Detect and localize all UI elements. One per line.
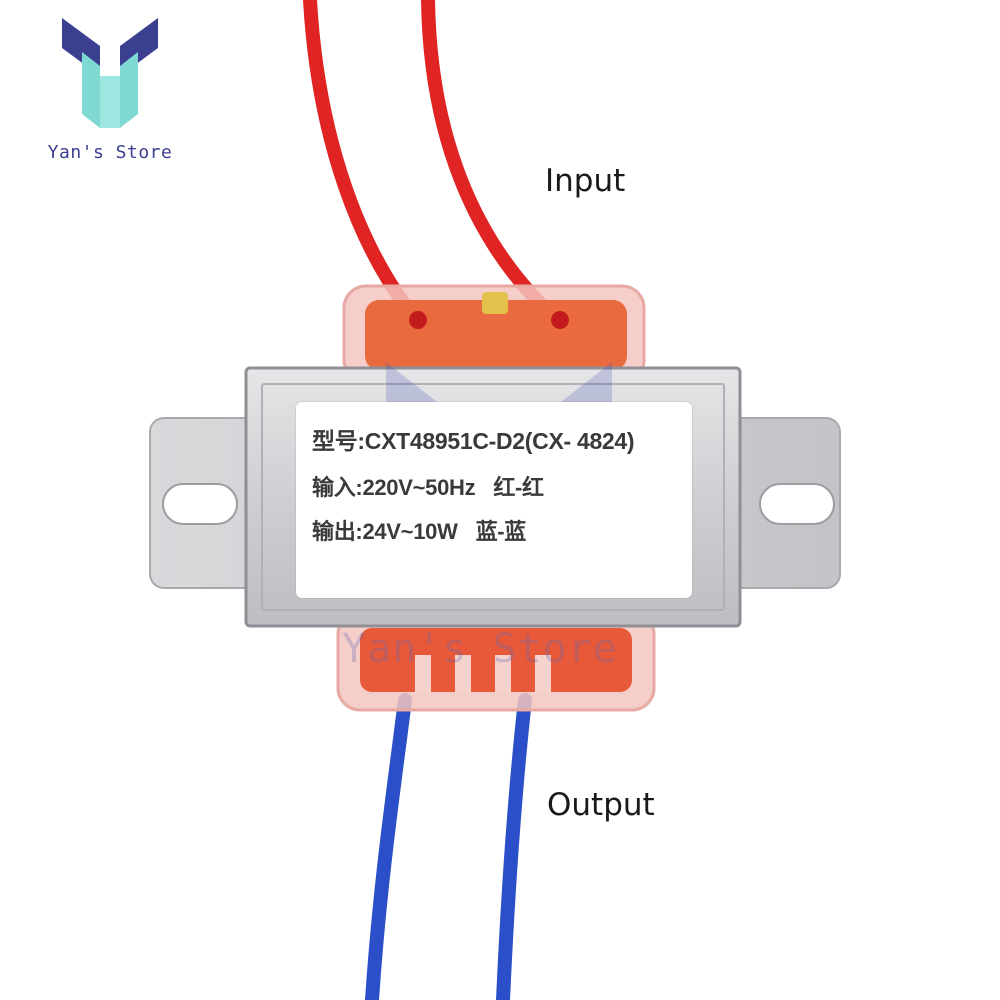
store-name: Yan's Store	[47, 142, 173, 163]
output-wire-left	[365, 693, 412, 1000]
input-spec-line: 输入:220V~50Hz 红-红	[312, 470, 544, 502]
output-wire-colors: 蓝-蓝	[475, 519, 527, 544]
output-wire-right	[496, 693, 532, 1000]
watermark-text: Yan's Store	[342, 626, 618, 672]
model-value: CXT48951C-D2(CX- 4824)	[364, 428, 635, 454]
right-mounting-hole	[759, 483, 835, 525]
input-spec-value: 220V~50Hz	[362, 475, 476, 500]
input-wire-colors: 红-红	[493, 475, 544, 500]
input-wire-right	[421, 0, 562, 325]
output-spec-value: 24V~10W	[362, 519, 458, 544]
output-label: Output	[547, 787, 655, 823]
input-label: Input	[545, 163, 626, 199]
model-label: 型号:	[312, 428, 365, 454]
model-line: 型号:CXT48951C-D2(CX- 4824)	[312, 422, 635, 456]
input-spec-label: 输入:	[312, 475, 363, 500]
store-logo: Yan's Store	[40, 18, 180, 168]
output-spec-label: 输出:	[312, 519, 363, 544]
input-wire-left	[303, 0, 422, 325]
output-spec-line: 输出:24V~10W 蓝-蓝	[312, 514, 526, 546]
top-bobbin	[342, 284, 646, 384]
left-mounting-hole	[162, 483, 238, 525]
store-logo-icon	[62, 18, 158, 128]
nameplate-label: 型号:CXT48951C-D2(CX- 4824) 输入:220V~50Hz 红-…	[296, 402, 692, 598]
